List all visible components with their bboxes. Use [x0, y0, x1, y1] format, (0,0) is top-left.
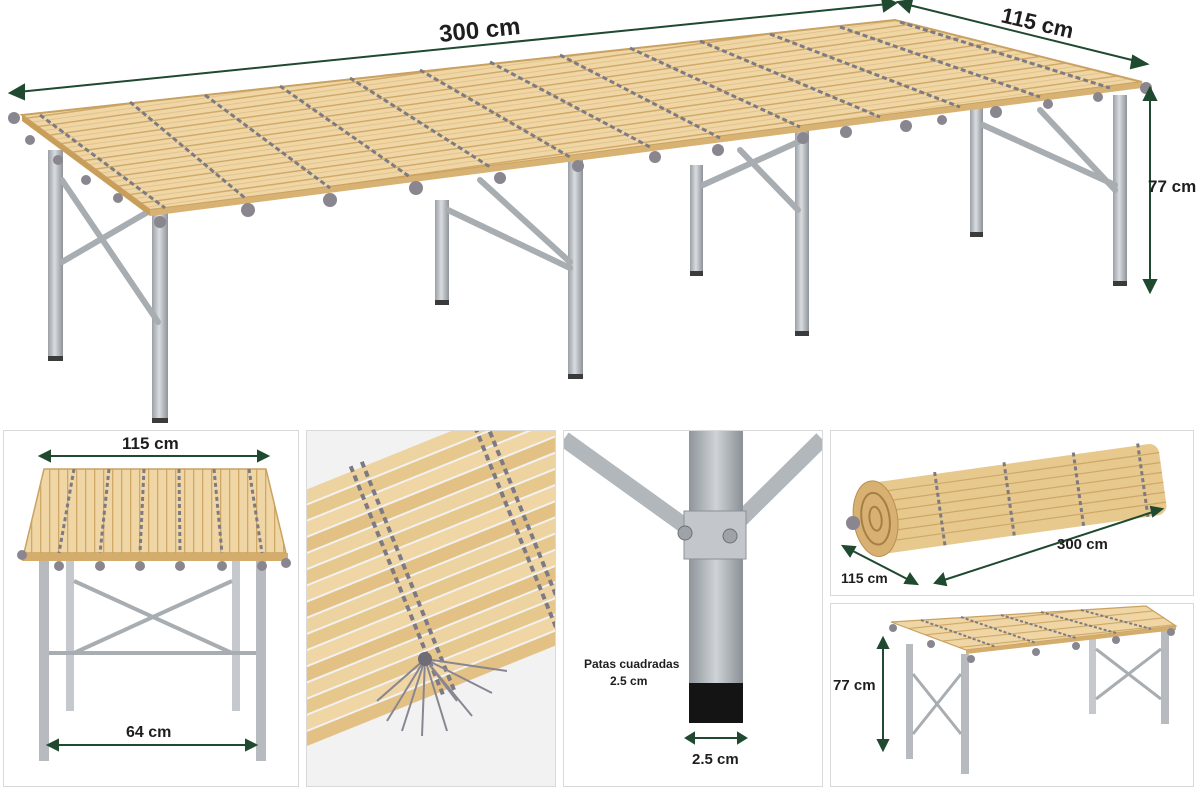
table-legs: [48, 95, 1127, 423]
side-height-label: 77 cm: [833, 677, 876, 694]
front-top-width-label: 115 cm: [122, 434, 179, 453]
rolled-width-label: 115 cm: [841, 570, 888, 586]
binding-cords: [39, 20, 1111, 210]
dimension-lines: [7, 0, 1158, 295]
tassels: [8, 82, 1152, 228]
height-label: 77 cm: [1148, 177, 1196, 196]
rolled-mat-panel: 115 cm 300 cm: [830, 430, 1194, 596]
leg-caption-line1: Patas cuadradas: [584, 657, 680, 671]
leg-width-label: 2.5 cm: [692, 751, 739, 768]
tassel-closeup: [376, 658, 508, 737]
front-leg-spacing-label: 64 cm: [126, 724, 171, 741]
leg-detail-panel: Patas cuadradas 2.5 cm 2.5 cm: [563, 430, 823, 787]
leg-caption-line2: 2.5 cm: [610, 674, 647, 688]
hero-image: 300 cm 115 cm 77 cm: [7, 0, 1196, 423]
cross-braces: [59, 107, 1118, 325]
closeup-panel: [306, 430, 556, 787]
rolled-length-label: 300 cm: [1057, 536, 1108, 553]
front-view-panel: 115 cm 64 cm: [3, 430, 299, 787]
side-view-panel: 77 cm: [830, 603, 1194, 787]
